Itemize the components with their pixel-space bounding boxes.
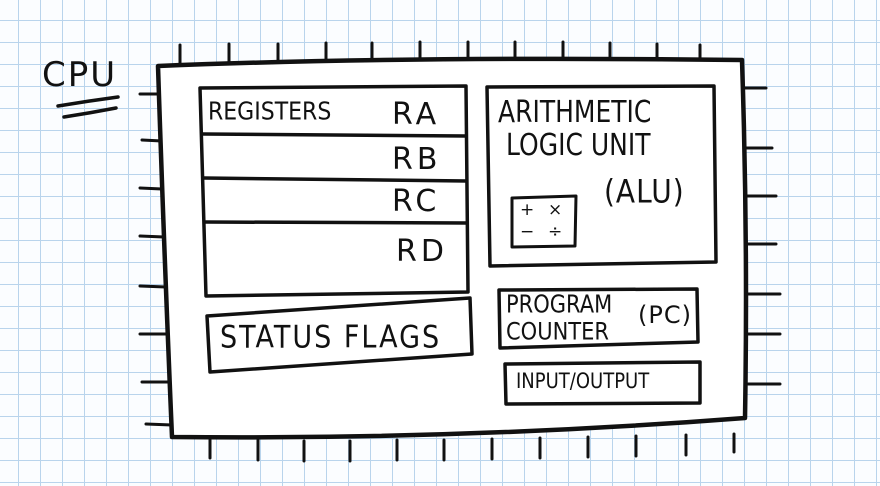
register-rc: RC	[392, 184, 441, 219]
program-counter-block	[497, 287, 700, 350]
status-flags-label: STATUS FLAGS	[220, 319, 442, 356]
registers-outline	[198, 84, 470, 298]
status-flags-outline	[205, 296, 474, 374]
register-rd: RD	[396, 234, 448, 269]
calculator-icon	[510, 194, 578, 249]
registers-title: REGISTERS	[208, 97, 332, 127]
register-divider-3	[204, 220, 468, 225]
cpu-label-underline	[56, 95, 120, 119]
program-counter-line2: COUNTER	[506, 317, 609, 346]
alu-abbreviation: (ALU)	[604, 172, 685, 211]
io-outline	[503, 360, 702, 406]
io-block	[503, 360, 702, 406]
program-counter-outline	[497, 287, 700, 350]
plus-icon: +	[520, 200, 535, 220]
status-flags-block	[205, 296, 474, 374]
minus-icon: −	[520, 222, 535, 242]
register-ra: RA	[392, 97, 441, 132]
multiply-icon: ×	[548, 200, 563, 220]
cpu-label: CPU	[42, 55, 118, 95]
registers-block	[198, 84, 470, 298]
register-rb: RB	[392, 142, 442, 177]
cpu-chip-body	[155, 56, 749, 440]
alu-title-line1: ARITHMETIC	[498, 94, 652, 130]
program-counter-abbreviation: (PC)	[638, 301, 692, 329]
cpu-pins	[138, 40, 782, 463]
io-label: INPUT/OUTPUT	[516, 368, 650, 394]
alu-block	[485, 84, 718, 268]
alu-title-line2: LOGIC UNIT	[506, 127, 651, 163]
alu-outline	[485, 84, 718, 268]
program-counter-line1: PROGRAM	[506, 289, 613, 319]
register-divider-1	[202, 132, 467, 138]
divide-icon: ÷	[548, 222, 563, 242]
register-divider-2	[203, 176, 468, 183]
